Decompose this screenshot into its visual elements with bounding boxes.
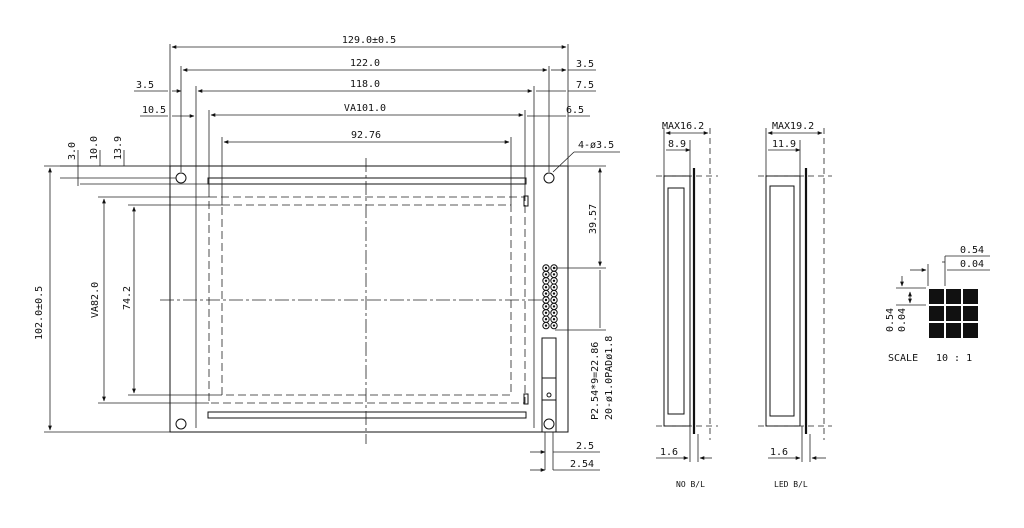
svg-text:VA101.0: VA101.0 [344, 103, 386, 114]
connector-pad [550, 321, 558, 330]
connector-pad-hole [544, 311, 548, 314]
svg-text:P2.54*9=22.86: P2.54*9=22.86 [590, 342, 601, 420]
dim-viewing-area-width: VA101.0 [208, 103, 526, 197]
pixel-detail: 0.04 0.54 0.54 0.04 SCALE 10 : 1 [885, 245, 990, 364]
connector-pad-hole [544, 298, 548, 302]
dim-connector-offset: 39.57 [555, 165, 606, 269]
svg-text:0.54: 0.54 [885, 308, 896, 332]
svg-text:4-ø3.5: 4-ø3.5 [578, 140, 614, 151]
svg-text:102.0±0.5: 102.0±0.5 [34, 286, 45, 340]
top-strip [207, 177, 527, 185]
connector-pad-hole [552, 279, 556, 282]
svg-text:0.54: 0.54 [960, 245, 984, 256]
svg-text:3.5: 3.5 [576, 59, 594, 70]
svg-text:10.0: 10.0 [89, 136, 100, 160]
dim-overall-height: 102.0±0.5 [34, 165, 170, 433]
svg-text:1.6: 1.6 [770, 447, 788, 458]
svg-text:122.0: 122.0 [350, 58, 380, 69]
svg-text:13.9: 13.9 [113, 136, 124, 160]
mount-hole-bl [175, 418, 187, 430]
svg-text:8.9: 8.9 [668, 139, 686, 150]
svg-text:2.54: 2.54 [570, 459, 594, 470]
pixel-dot [946, 289, 961, 304]
dim-bottom: 2.5 2.54 [530, 441, 600, 472]
front-view: 129.0±0.5 122.0 118.0 VA101.0 92.76 [34, 35, 620, 472]
pixel-dot [929, 289, 944, 304]
svg-text:0.04: 0.04 [897, 308, 908, 332]
connector-pad-hole [544, 279, 548, 282]
mount-hole-tr [543, 172, 555, 184]
svg-text:39.57: 39.57 [588, 204, 599, 234]
svg-text:11.9: 11.9 [772, 139, 796, 150]
dim-active-area-width: 92.76 [221, 130, 512, 205]
svg-text:3.5: 3.5 [136, 80, 154, 91]
dim-right-small: 3.5 7.5 6.5 [527, 59, 596, 117]
dim-hole-span: 122.0 [180, 58, 550, 172]
connector-pads [542, 264, 558, 330]
pixel-dot [963, 289, 978, 304]
mount-hole-br [543, 418, 555, 430]
svg-text:NO B/L: NO B/L [676, 480, 705, 489]
svg-text:LED B/L: LED B/L [774, 480, 808, 489]
connector-pad-hole [552, 273, 556, 276]
svg-text:3.0: 3.0 [67, 142, 78, 160]
pixel-dot [946, 306, 961, 321]
connector-pad-hole [552, 286, 556, 289]
pixel-dot [963, 306, 978, 321]
connector-pad-hole [544, 318, 548, 321]
svg-text:VA82.0: VA82.0 [90, 282, 101, 318]
svg-text:0.04: 0.04 [960, 259, 984, 270]
svg-text:74.2: 74.2 [122, 286, 133, 310]
dim-pcb-inner: 118.0 [195, 79, 535, 170]
connector-pad-hole [544, 273, 548, 276]
dim-viewing-height: VA82.0 [90, 196, 209, 404]
svg-text:MAX16.2: MAX16.2 [662, 121, 704, 132]
connector-pad-hole [544, 286, 548, 289]
svg-text:20-ø1.0PADø1.8: 20-ø1.0PADø1.8 [604, 336, 615, 420]
dim-active-height: 74.2 [122, 204, 222, 396]
svg-text:118.0: 118.0 [350, 79, 380, 90]
pixel-dot [929, 323, 944, 338]
pixel-dot [963, 323, 978, 338]
svg-text:10 : 1: 10 : 1 [936, 353, 972, 364]
svg-text:129.0±0.5: 129.0±0.5 [342, 35, 396, 46]
connector-pad-hole [552, 292, 556, 295]
connector-pad-hole [552, 318, 556, 321]
hole-callout: 4-ø3.5 [552, 140, 620, 173]
connector-pad-hole [552, 305, 556, 308]
svg-text:1.6: 1.6 [660, 447, 678, 458]
connector-pad-hole [544, 305, 548, 308]
connector-pad-hole [544, 324, 548, 327]
svg-text:SCALE: SCALE [888, 353, 918, 364]
mount-hole-tl [175, 172, 187, 184]
connector-pad-hole [544, 292, 548, 295]
dim-left-small: 3.5 10.5 [134, 80, 195, 118]
side-view-no-backlight: MAX16.2 8.9 1.6 NO B/L [656, 121, 718, 489]
dim-overall-width: 129.0±0.5 [169, 35, 569, 166]
svg-text:6.5: 6.5 [566, 105, 584, 116]
pixel-dot [946, 323, 961, 338]
connector-pad-hole [552, 298, 556, 302]
bottom-strip [207, 411, 527, 419]
svg-text:2.5: 2.5 [576, 441, 594, 452]
svg-text:10.5: 10.5 [142, 105, 166, 116]
dim-pin-pitch: P2.54*9=22.86 20-ø1.0PADø1.8 [555, 270, 615, 420]
connector-pad [542, 321, 550, 330]
svg-text:7.5: 7.5 [576, 80, 594, 91]
svg-text:92.76: 92.76 [351, 130, 381, 141]
pcb-outline [169, 165, 569, 433]
side-view-led-backlight: MAX19.2 11.9 1.6 LED B/L [758, 121, 832, 489]
connector-pad-hole [544, 266, 548, 270]
connector-pad-hole [552, 311, 556, 314]
connector-pad-hole [552, 324, 556, 327]
pixel-grid [929, 289, 978, 338]
svg-text:MAX19.2: MAX19.2 [772, 121, 814, 132]
connector-pad-hole [552, 266, 556, 270]
pixel-dot [929, 306, 944, 321]
